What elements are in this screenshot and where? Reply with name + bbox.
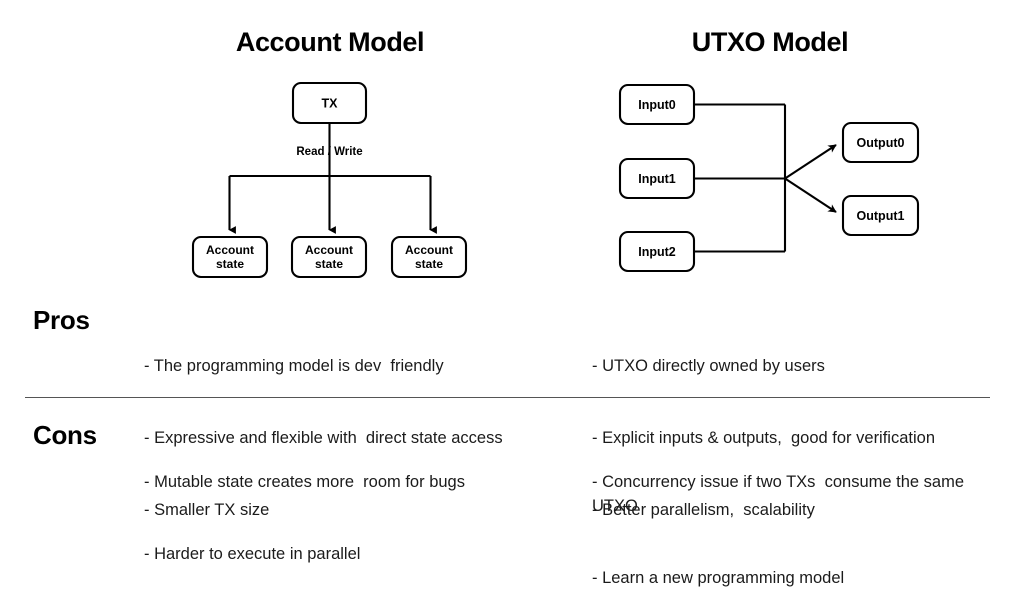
cons-utxo-list: - Concurrency issue if two TXs consume t… [592, 422, 997, 614]
node-tx[interactable]: TX [291, 81, 368, 125]
node-tx-label: TX [322, 96, 339, 110]
node-account-state-2-label-line1: Account [405, 243, 453, 257]
utxo-model-diagram: Input0 Input1 Input2 Output0 Output1 [618, 83, 920, 273]
section-divider [25, 397, 990, 398]
edge-arrow-to-output-1 [784, 177, 837, 213]
pros-account-item-0: - The programming model is dev friendly [144, 357, 444, 375]
node-account-state-1-label-line1: Account [305, 243, 353, 257]
node-input-2[interactable]: Input2 [618, 230, 696, 273]
node-account-state-0[interactable]: Account state [191, 235, 269, 279]
pros-utxo-item-2: - Better parallelism, scalability [592, 501, 815, 519]
node-output-1[interactable]: Output1 [841, 194, 920, 237]
cons-utxo-item-1: - Learn a new programming model [592, 569, 845, 587]
cons-account-item-0: - Mutable state creates more room for bu… [144, 473, 465, 491]
node-input-1-label: Input1 [638, 172, 676, 186]
node-input-0-label: Input0 [638, 98, 676, 112]
pros-utxo-list: - UTXO directly owned by users - Explici… [592, 306, 1002, 546]
node-input-0[interactable]: Input0 [618, 83, 696, 126]
pros-section-label: Pros [33, 305, 90, 335]
node-account-state-0-label-line1: Account [206, 243, 254, 257]
node-output-1-label: Output1 [857, 209, 905, 223]
node-account-state-2[interactable]: Account state [390, 235, 468, 279]
account-model-diagram: TX Read / Write Account state Account st… [191, 81, 468, 279]
node-output-1-box [841, 194, 920, 237]
pros-account-item-1: - Expressive and flexible with direct st… [144, 429, 503, 447]
cons-account-list: - Mutable state creates more room for bu… [144, 422, 574, 590]
node-account-state-0-label-line2: state [216, 257, 244, 271]
cons-account-item-1: - Harder to execute in parallel [144, 545, 361, 563]
cons-section-label: Cons [33, 420, 97, 450]
node-account-state-2-label-line2: state [415, 257, 443, 271]
node-output-0-label: Output0 [857, 136, 905, 150]
cons-utxo-item-0: - Concurrency issue if two TXs consume t… [592, 473, 969, 515]
node-account-state-1-label-line2: state [315, 257, 343, 271]
edge-arrow-to-output-0 [784, 144, 837, 180]
node-account-state-0-box [191, 235, 269, 279]
pros-account-item-2: - Smaller TX size [144, 501, 270, 519]
utxo-model-title: UTXO Model [691, 27, 849, 57]
account-model-title: Account Model [235, 27, 425, 57]
node-account-state-1-box [290, 235, 368, 279]
pros-utxo-item-0: - UTXO directly owned by users [592, 357, 825, 375]
pros-utxo-item-1: - Explicit inputs & outputs, good for ve… [592, 429, 936, 447]
node-account-state-1[interactable]: Account state [290, 235, 368, 279]
pros-account-list: - The programming model is dev friendly … [144, 306, 574, 546]
node-input-2-label: Input2 [638, 245, 676, 259]
node-output-0[interactable]: Output0 [841, 121, 920, 164]
edge-caption-read-write: Read / Write [296, 146, 362, 158]
node-output-0-box [841, 121, 920, 164]
node-account-state-2-box [390, 235, 468, 279]
node-input-1[interactable]: Input1 [618, 157, 696, 200]
diagram-layer: TX Read / Write Account state Account st… [191, 81, 920, 279]
